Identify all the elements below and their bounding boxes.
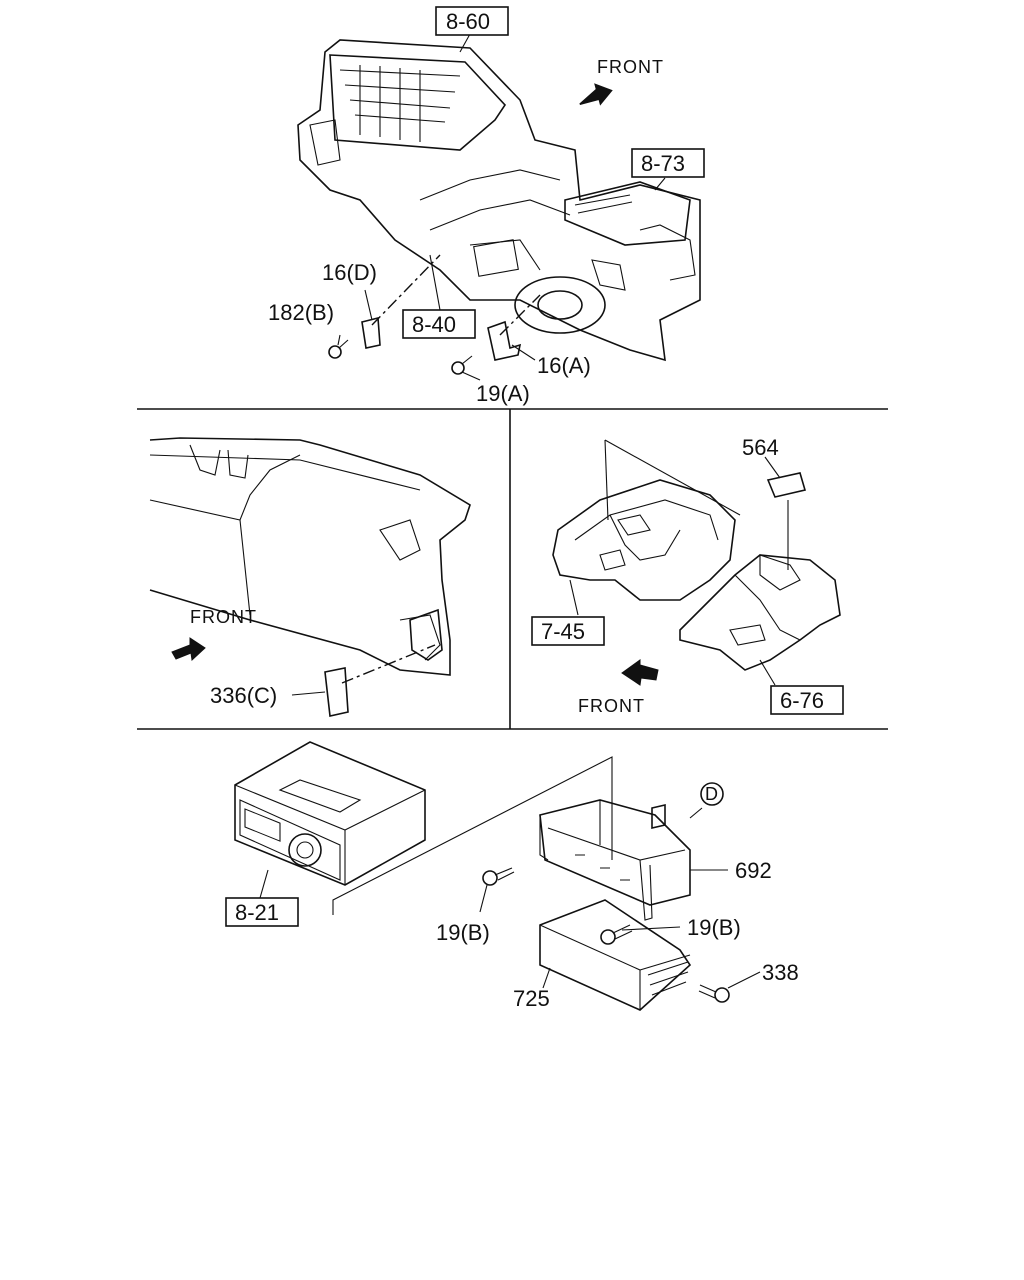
dash-panel-drawing: [149, 437, 471, 676]
bracket-692: [539, 799, 691, 921]
front-label-mid-right: FRONT: [578, 696, 645, 716]
radio-unit-drawing: [234, 741, 426, 886]
callout-8-40: 8-40: [412, 312, 456, 337]
callout-19b-right: 19(B): [687, 915, 741, 940]
callout-box-6-76: [770, 685, 844, 715]
front-arrow-top: [579, 83, 613, 106]
callout-19b-left: 19(B): [436, 920, 490, 945]
callout-circle-d: [700, 782, 724, 806]
callout-692: 692: [735, 858, 772, 883]
front-label-top: FRONT: [597, 57, 664, 77]
callout-16d: 16(D): [322, 260, 377, 285]
console-drawing: [552, 439, 841, 671]
bracket-16a: [487, 320, 522, 361]
callout-338: 338: [762, 960, 799, 985]
cap-564: [766, 472, 807, 498]
bracket-336c: [324, 667, 349, 717]
callout-725: 725: [513, 986, 550, 1011]
screw-338: [698, 984, 730, 1003]
front-arrow-mid-left: [171, 637, 206, 662]
callout-box-8-60: [435, 6, 509, 36]
callout-8-73: 8-73: [641, 151, 685, 176]
callout-8-21: 8-21: [235, 900, 279, 925]
screw-19a: [451, 355, 473, 375]
screw-19b-left: [482, 867, 515, 886]
callout-box-8-40: [402, 309, 476, 339]
callout-6-76: 6-76: [780, 688, 824, 713]
callout-7-45: 7-45: [541, 619, 585, 644]
callout-19a: 19(A): [476, 381, 530, 406]
callout-16a: 16(A): [537, 353, 591, 378]
front-label-mid-left: FRONT: [190, 607, 257, 627]
clip-16d: [361, 316, 381, 349]
screw-182b: [328, 339, 349, 359]
screw-19b-right: [600, 924, 633, 945]
callout-box-8-21: [225, 897, 299, 927]
hvac-unit-drawing: [297, 39, 701, 362]
front-arrow-mid-right: [621, 659, 659, 686]
callout-182b: 182(B): [268, 300, 334, 325]
callout-564: 564: [742, 435, 779, 460]
callout-8-60: 8-60: [446, 9, 490, 34]
callout-box-7-45: [531, 616, 605, 646]
callout-d: D: [705, 784, 718, 804]
callout-box-8-73: [631, 148, 705, 178]
tray-725: [539, 899, 692, 1011]
callout-336c: 336(C): [210, 683, 277, 708]
